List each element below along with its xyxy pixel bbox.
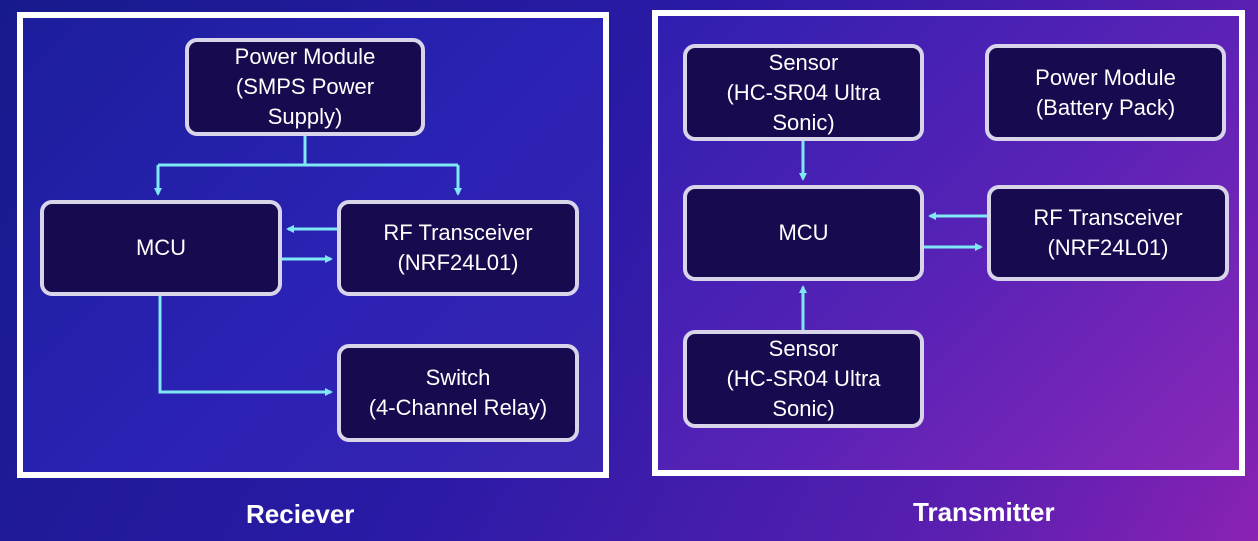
- rx-switch-line-1: Switch: [425, 365, 491, 390]
- tx-rf-transceiver-block: RF Transceiver (NRF24L01): [987, 185, 1229, 281]
- rx-power-module-line-3: Supply): [267, 104, 343, 129]
- rx-rf-transceiver-block: RF Transceiver (NRF24L01): [337, 200, 579, 296]
- rx-mcu-to-switch-arrow: [158, 296, 333, 396]
- rx-power-module-line-2: (SMPS Power: [235, 74, 375, 99]
- tx-power-module-block: Power Module (Battery Pack): [985, 44, 1226, 141]
- tx-sensor-bottom-line-1: Sensor: [768, 336, 839, 361]
- tx-rf-line-2: (NRF24L01): [1047, 235, 1169, 260]
- rx-rf-line-2: (NRF24L01): [397, 250, 519, 275]
- tx-sensor-bottom-line-2: (HC-SR04 Ultra: [726, 366, 881, 391]
- rx-power-module-block: Power Module (SMPS Power Supply): [185, 38, 425, 136]
- rx-mcu-block: MCU: [40, 200, 282, 296]
- rx-mcu-label: MCU: [135, 235, 187, 260]
- transmitter-caption: Transmitter: [913, 497, 1055, 527]
- rx-power-module-line-1: Power Module: [234, 44, 376, 69]
- tx-sensor-top-line-3: Sonic): [772, 109, 835, 135]
- rx-switch-block: Switch (4-Channel Relay): [337, 344, 579, 442]
- rx-rf-line-1: RF Transceiver: [383, 220, 533, 245]
- tx-sensor-top-line-2: (HC-SR04 Ultra: [726, 79, 881, 105]
- tx-power-module-line-2: (Battery Pack): [1035, 94, 1176, 120]
- tx-sensor-top-block: Sensor (HC-SR04 Ultra Sonic): [683, 44, 924, 141]
- tx-mcu-block: MCU: [683, 185, 924, 281]
- tx-power-module-line-1: Power Module: [1035, 64, 1176, 90]
- tx-mcu-label: MCU: [778, 220, 829, 245]
- tx-sensor-top-line-1: Sensor: [768, 49, 839, 75]
- tx-rf-line-1: RF Transceiver: [1033, 205, 1183, 230]
- tx-sensor-bottom-block: Sensor (HC-SR04 Ultra Sonic): [683, 330, 924, 428]
- tx-sensor-bottom-line-3: Sonic): [772, 396, 835, 421]
- rx-switch-line-2: (4-Channel Relay): [368, 395, 548, 420]
- receiver-caption: Reciever: [246, 499, 355, 529]
